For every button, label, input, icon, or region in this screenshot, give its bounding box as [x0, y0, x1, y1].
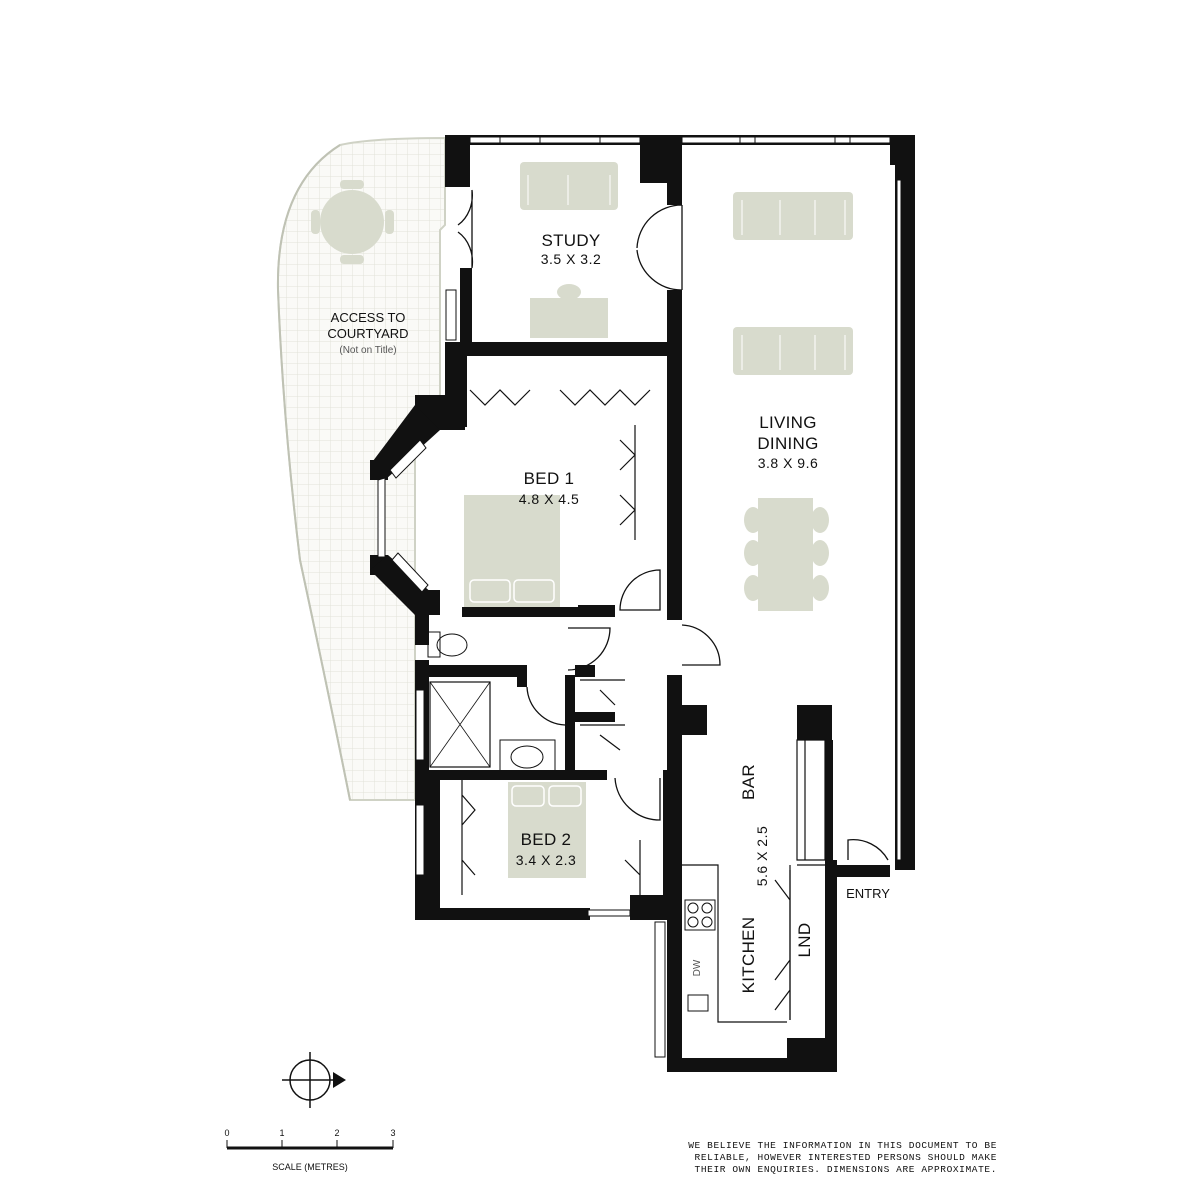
disclaimer: WE BELIEVE THE INFORMATION IN THIS DOCUM…	[688, 1140, 997, 1175]
bed1-bed	[464, 495, 560, 607]
study-dims: 3.5 X 3.2	[541, 251, 602, 267]
courtyard-label-2: COURTYARD	[327, 326, 408, 341]
compass-north-arrow-icon	[282, 1052, 346, 1108]
living-label-1: LIVING	[759, 413, 817, 432]
disclaimer-line-3: THEIR OWN ENQUIRIES. DIMENSIONS ARE APPR…	[695, 1164, 997, 1175]
walls	[370, 135, 915, 1072]
study-label: STUDY	[541, 231, 600, 250]
study-sofa	[520, 162, 618, 210]
courtyard-note: (Not on Title)	[339, 345, 396, 356]
living-sofa-bottom	[733, 327, 853, 375]
scale-label: SCALE (METRES)	[272, 1162, 348, 1172]
outdoor-table	[311, 180, 394, 264]
dishwasher-label: DW	[692, 959, 703, 976]
living-dims: 3.8 X 9.6	[758, 455, 819, 471]
kitchen-fixtures	[682, 739, 826, 1023]
bed1-dims: 4.8 X 4.5	[519, 491, 580, 507]
bathroom-fixtures	[427, 631, 556, 773]
scale-tick-1: 1	[279, 1128, 284, 1138]
living-label-2: DINING	[757, 434, 818, 453]
disclaimer-line-2: RELIABLE, HOWEVER INTERESTED PERSONS SHO…	[695, 1152, 997, 1163]
bed1-label: BED 1	[524, 469, 575, 488]
disclaimer-line-1: WE BELIEVE THE INFORMATION IN THIS DOCUM…	[688, 1140, 997, 1151]
bed2-label: BED 2	[521, 830, 572, 849]
entry-label: ENTRY	[846, 886, 890, 901]
windows	[377, 135, 902, 1058]
scale-tick-0: 0	[224, 1128, 229, 1138]
scale-tick-2: 2	[334, 1128, 339, 1138]
kitchen-dims: 5.6 X 2.5	[754, 826, 770, 887]
study-desk	[530, 284, 608, 338]
bed2-bed	[508, 782, 586, 878]
living-sofa-top	[733, 192, 853, 240]
bar-label: BAR	[739, 764, 758, 800]
bed2-dims: 3.4 X 2.3	[516, 852, 577, 868]
scale-tick-3: 3	[390, 1128, 395, 1138]
courtyard-area	[276, 136, 446, 801]
dining-table	[744, 498, 829, 611]
laundry-label: LND	[795, 923, 814, 958]
courtyard-label-1: ACCESS TO	[331, 310, 406, 325]
scale-bar: 0 1 2 3 SCALE (METRES)	[224, 1128, 395, 1172]
kitchen-label: KITCHEN	[739, 917, 758, 994]
doors	[457, 189, 889, 861]
